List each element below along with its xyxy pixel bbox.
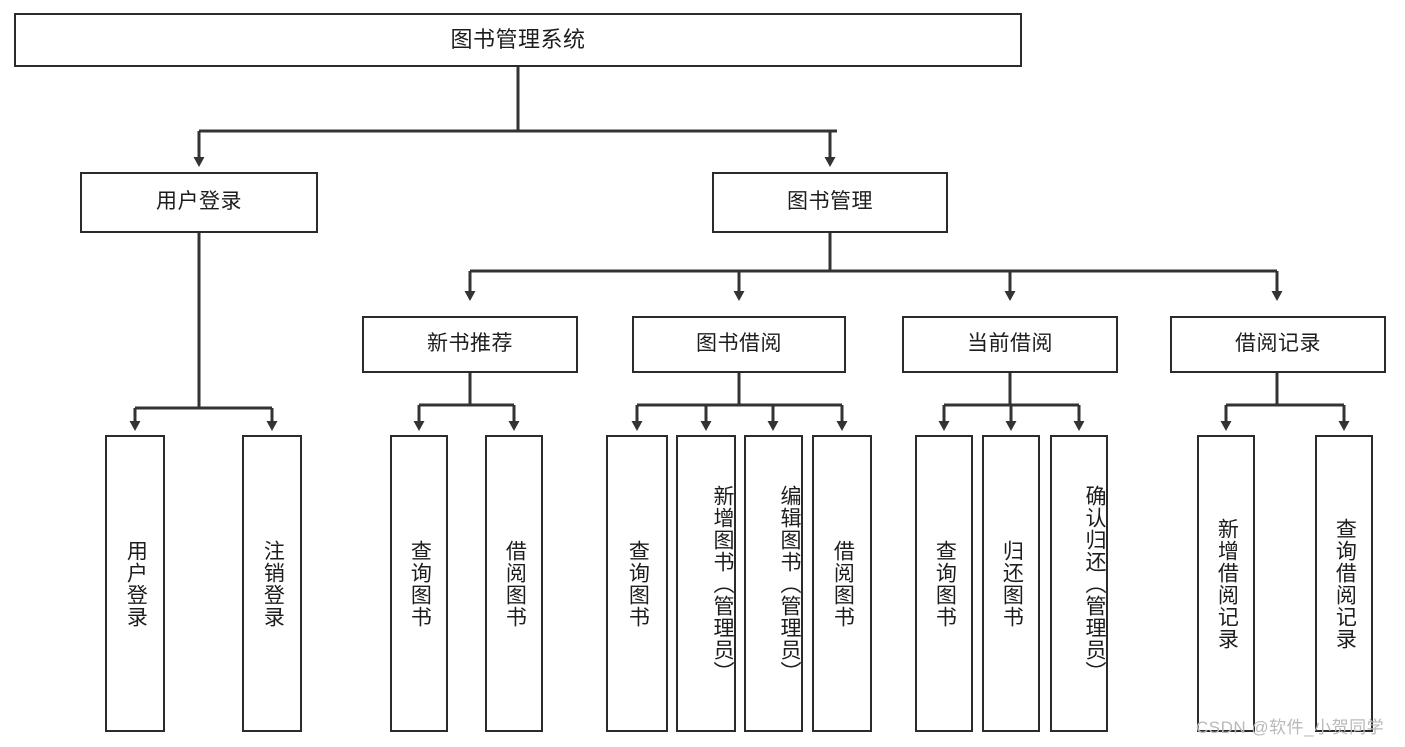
node-leaf-query-book-1[interactable]: 查询图书 — [390, 435, 448, 732]
node-current-borrow[interactable]: 当前借阅 — [902, 316, 1118, 373]
node-leaf-user-login[interactable]: 用户登录 — [105, 435, 165, 732]
node-leaf-borrow-book-1[interactable]: 借阅图书 — [485, 435, 543, 732]
node-leaf-add-book[interactable]: 新增图书（管理员） — [676, 435, 736, 732]
node-leaf-confirm-return[interactable]: 确认归还（管理员） — [1050, 435, 1108, 732]
node-leaf-borrow-book-2[interactable]: 借阅图书 — [812, 435, 872, 732]
node-leaf-add-record[interactable]: 新增借阅记录 — [1197, 435, 1255, 732]
node-leaf-query-book-2[interactable]: 查询图书 — [606, 435, 668, 732]
node-leaf-return-book[interactable]: 归还图书 — [982, 435, 1040, 732]
node-user-login[interactable]: 用户登录 — [80, 172, 318, 233]
node-root[interactable]: 图书管理系统 — [14, 13, 1022, 67]
node-leaf-edit-book[interactable]: 编辑图书（管理员） — [744, 435, 803, 732]
node-book-manage[interactable]: 图书管理 — [712, 172, 948, 233]
node-borrow-record[interactable]: 借阅记录 — [1170, 316, 1386, 373]
node-new-book-recommend[interactable]: 新书推荐 — [362, 316, 578, 373]
node-book-borrow[interactable]: 图书借阅 — [632, 316, 846, 373]
csdn-watermark: CSDN @软件_小贺同学 — [1196, 718, 1385, 737]
node-leaf-logout[interactable]: 注销登录 — [242, 435, 302, 732]
node-leaf-query-record[interactable]: 查询借阅记录 — [1315, 435, 1373, 732]
node-leaf-query-book-3[interactable]: 查询图书 — [915, 435, 973, 732]
